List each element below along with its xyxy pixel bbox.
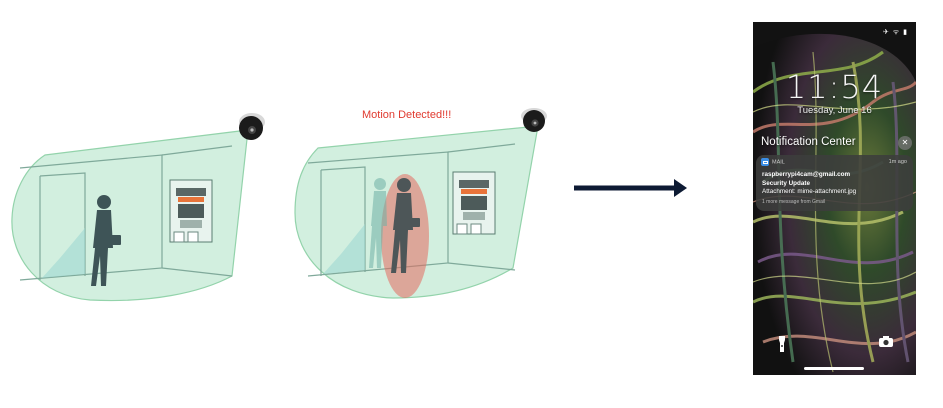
notification-center-title: Notification Center bbox=[761, 136, 856, 148]
motion-trail-figure bbox=[369, 178, 387, 268]
flashlight-icon[interactable] bbox=[777, 336, 787, 352]
person-figure bbox=[391, 178, 420, 273]
atm-machine bbox=[169, 179, 213, 243]
camera-coverage-scene-motion bbox=[294, 108, 547, 299]
notification-more: 1 more message from Gmail bbox=[762, 199, 826, 205]
mail-notification[interactable]: MAIL 1m ago raspberrypi4cam@gmail.com Se… bbox=[756, 155, 913, 211]
home-indicator[interactable] bbox=[804, 367, 864, 370]
room-outline bbox=[19, 145, 233, 281]
phone-lock-screen: ✈ ᯤ ▮ 11:54 Tuesday, June 16 Notificatio… bbox=[753, 22, 916, 375]
door-light bbox=[323, 224, 365, 274]
notification-body: Attachment: mime-attachment.jpg bbox=[762, 188, 857, 195]
person-figure bbox=[91, 195, 121, 286]
lock-screen-time: 11:54 bbox=[785, 68, 884, 106]
status-bar-icons: ✈ ᯤ ▮ bbox=[883, 29, 908, 36]
notification-age: 1m ago bbox=[888, 159, 907, 165]
camera-coverage-scene-idle bbox=[11, 113, 265, 302]
lock-screen-date: Tuesday, June 16 bbox=[797, 105, 872, 116]
flow-arrow-icon bbox=[574, 179, 687, 197]
security-camera-icon bbox=[521, 108, 547, 132]
notification-subject: Security Update bbox=[762, 180, 810, 187]
notification-sender: raspberrypi4cam@gmail.com bbox=[762, 171, 851, 178]
atm-machine bbox=[452, 171, 496, 235]
notification-app-row: MAIL bbox=[761, 158, 785, 166]
notification-app-name: MAIL bbox=[772, 159, 785, 166]
close-icon[interactable]: ✕ bbox=[898, 136, 912, 150]
security-camera-icon bbox=[239, 113, 265, 140]
camera-icon[interactable] bbox=[879, 335, 893, 347]
door-light bbox=[42, 228, 85, 278]
motion-detected-label: Motion Detected!!! bbox=[362, 109, 452, 121]
mail-app-icon bbox=[761, 158, 769, 166]
